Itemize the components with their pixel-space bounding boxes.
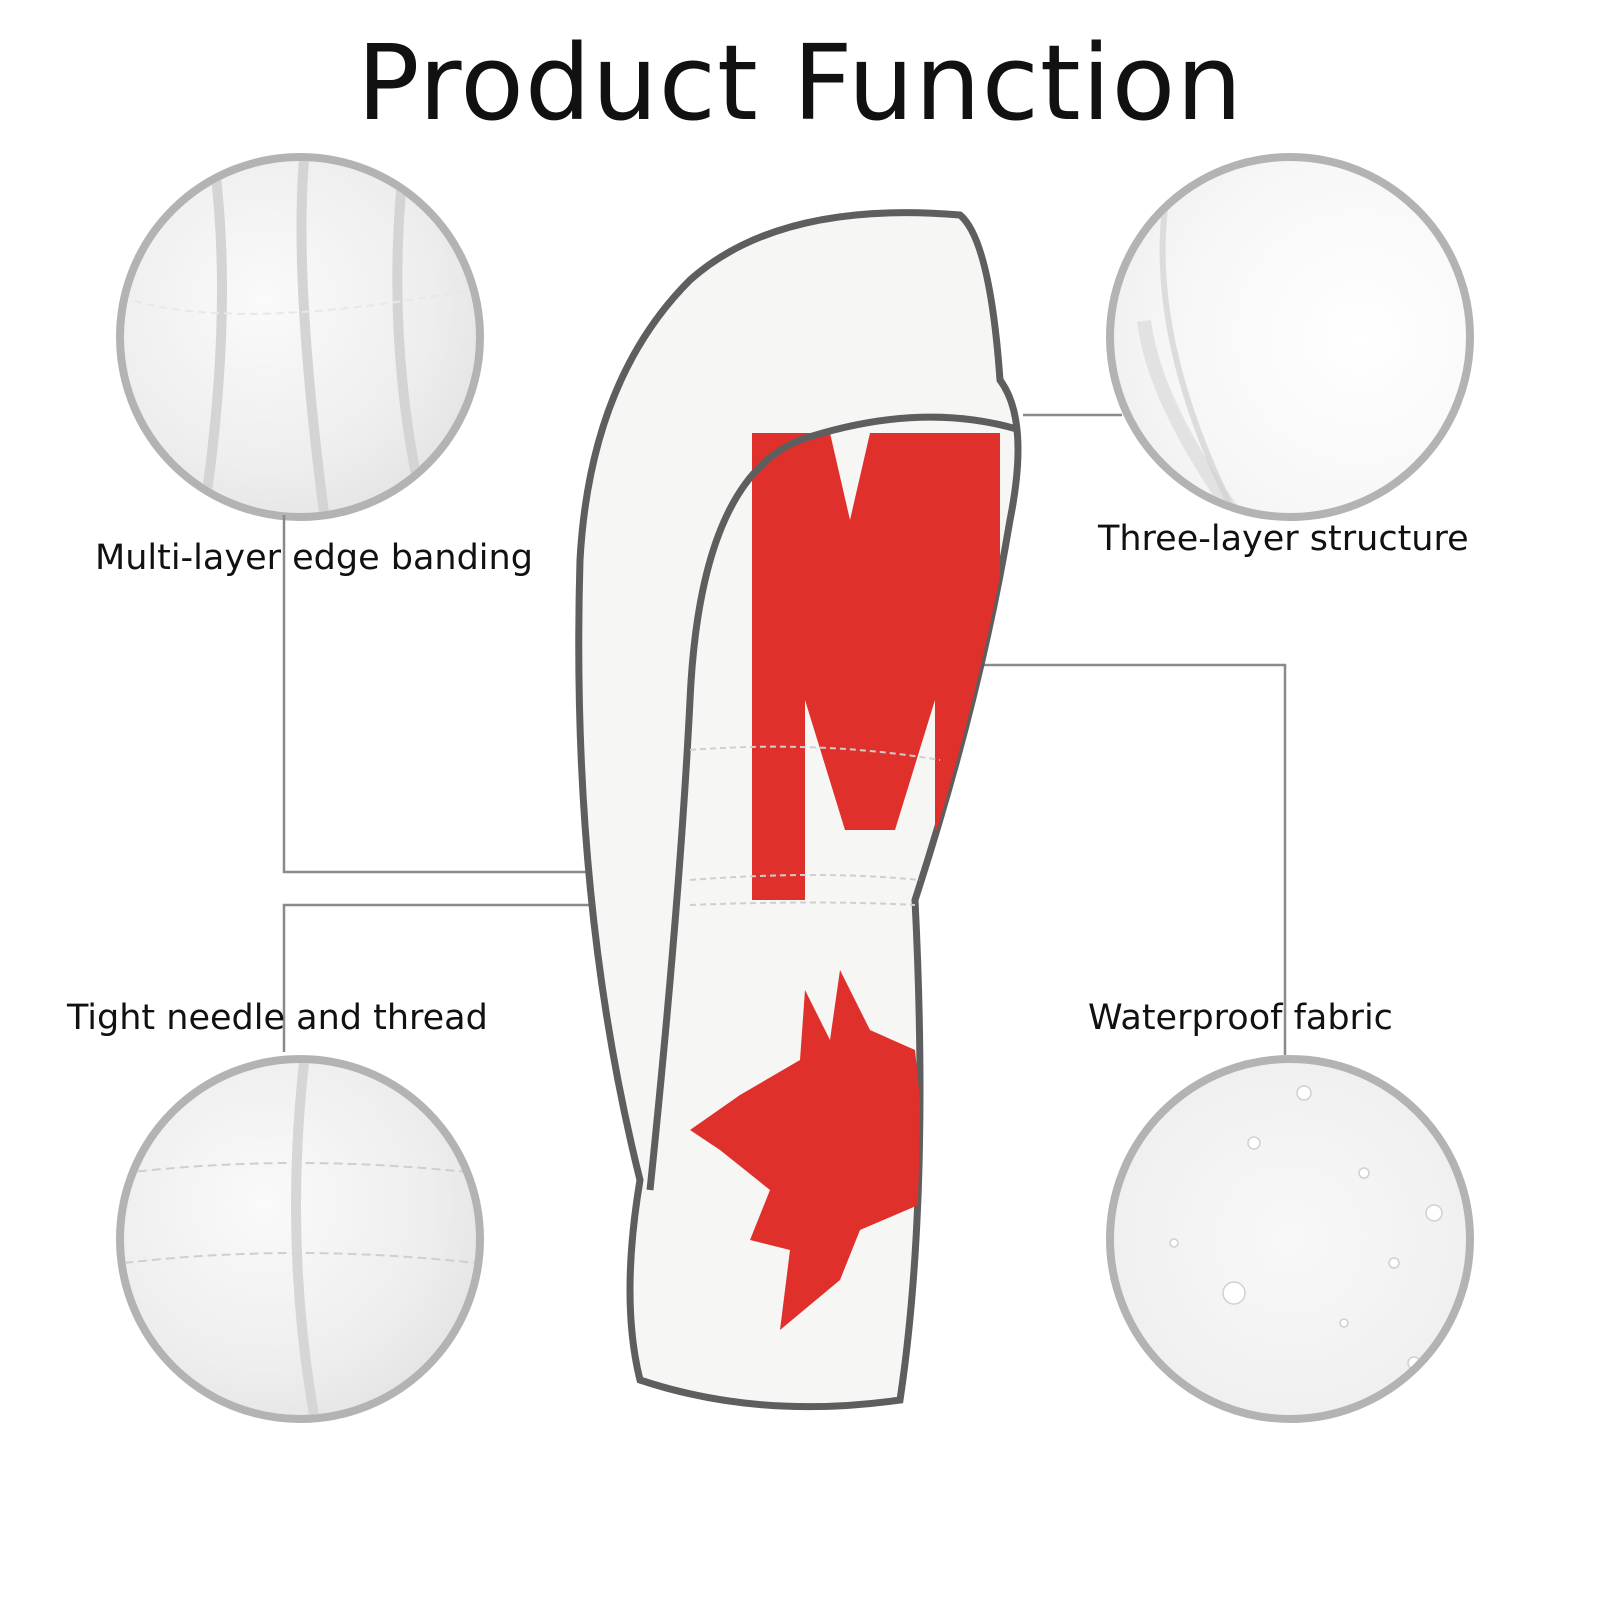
letter-m-logo xyxy=(752,433,1000,900)
feature-label-waterproof: Waterproof fabric xyxy=(1088,998,1393,1038)
feature-label-edge-banding: Multi-layer edge banding xyxy=(95,538,533,578)
water-droplets xyxy=(1169,1085,1443,1370)
wolf-logo xyxy=(690,970,930,1330)
fabric-fold-texture xyxy=(133,161,465,513)
feature-label-three-layer: Three-layer structure xyxy=(1098,519,1469,559)
feature-label-stitching: Tight needle and thread xyxy=(67,998,488,1038)
detail-circle-waterproof xyxy=(1106,1055,1474,1423)
detail-circle-stitching xyxy=(116,1055,484,1423)
front-panel-edge xyxy=(646,413,1018,1191)
elastic-band-stitching xyxy=(689,745,941,906)
detail-circle-edge-banding xyxy=(116,153,484,521)
page-title: Product Function xyxy=(356,22,1244,144)
stitch-texture xyxy=(124,1063,476,1415)
detail-circle-three-layer xyxy=(1106,153,1474,521)
